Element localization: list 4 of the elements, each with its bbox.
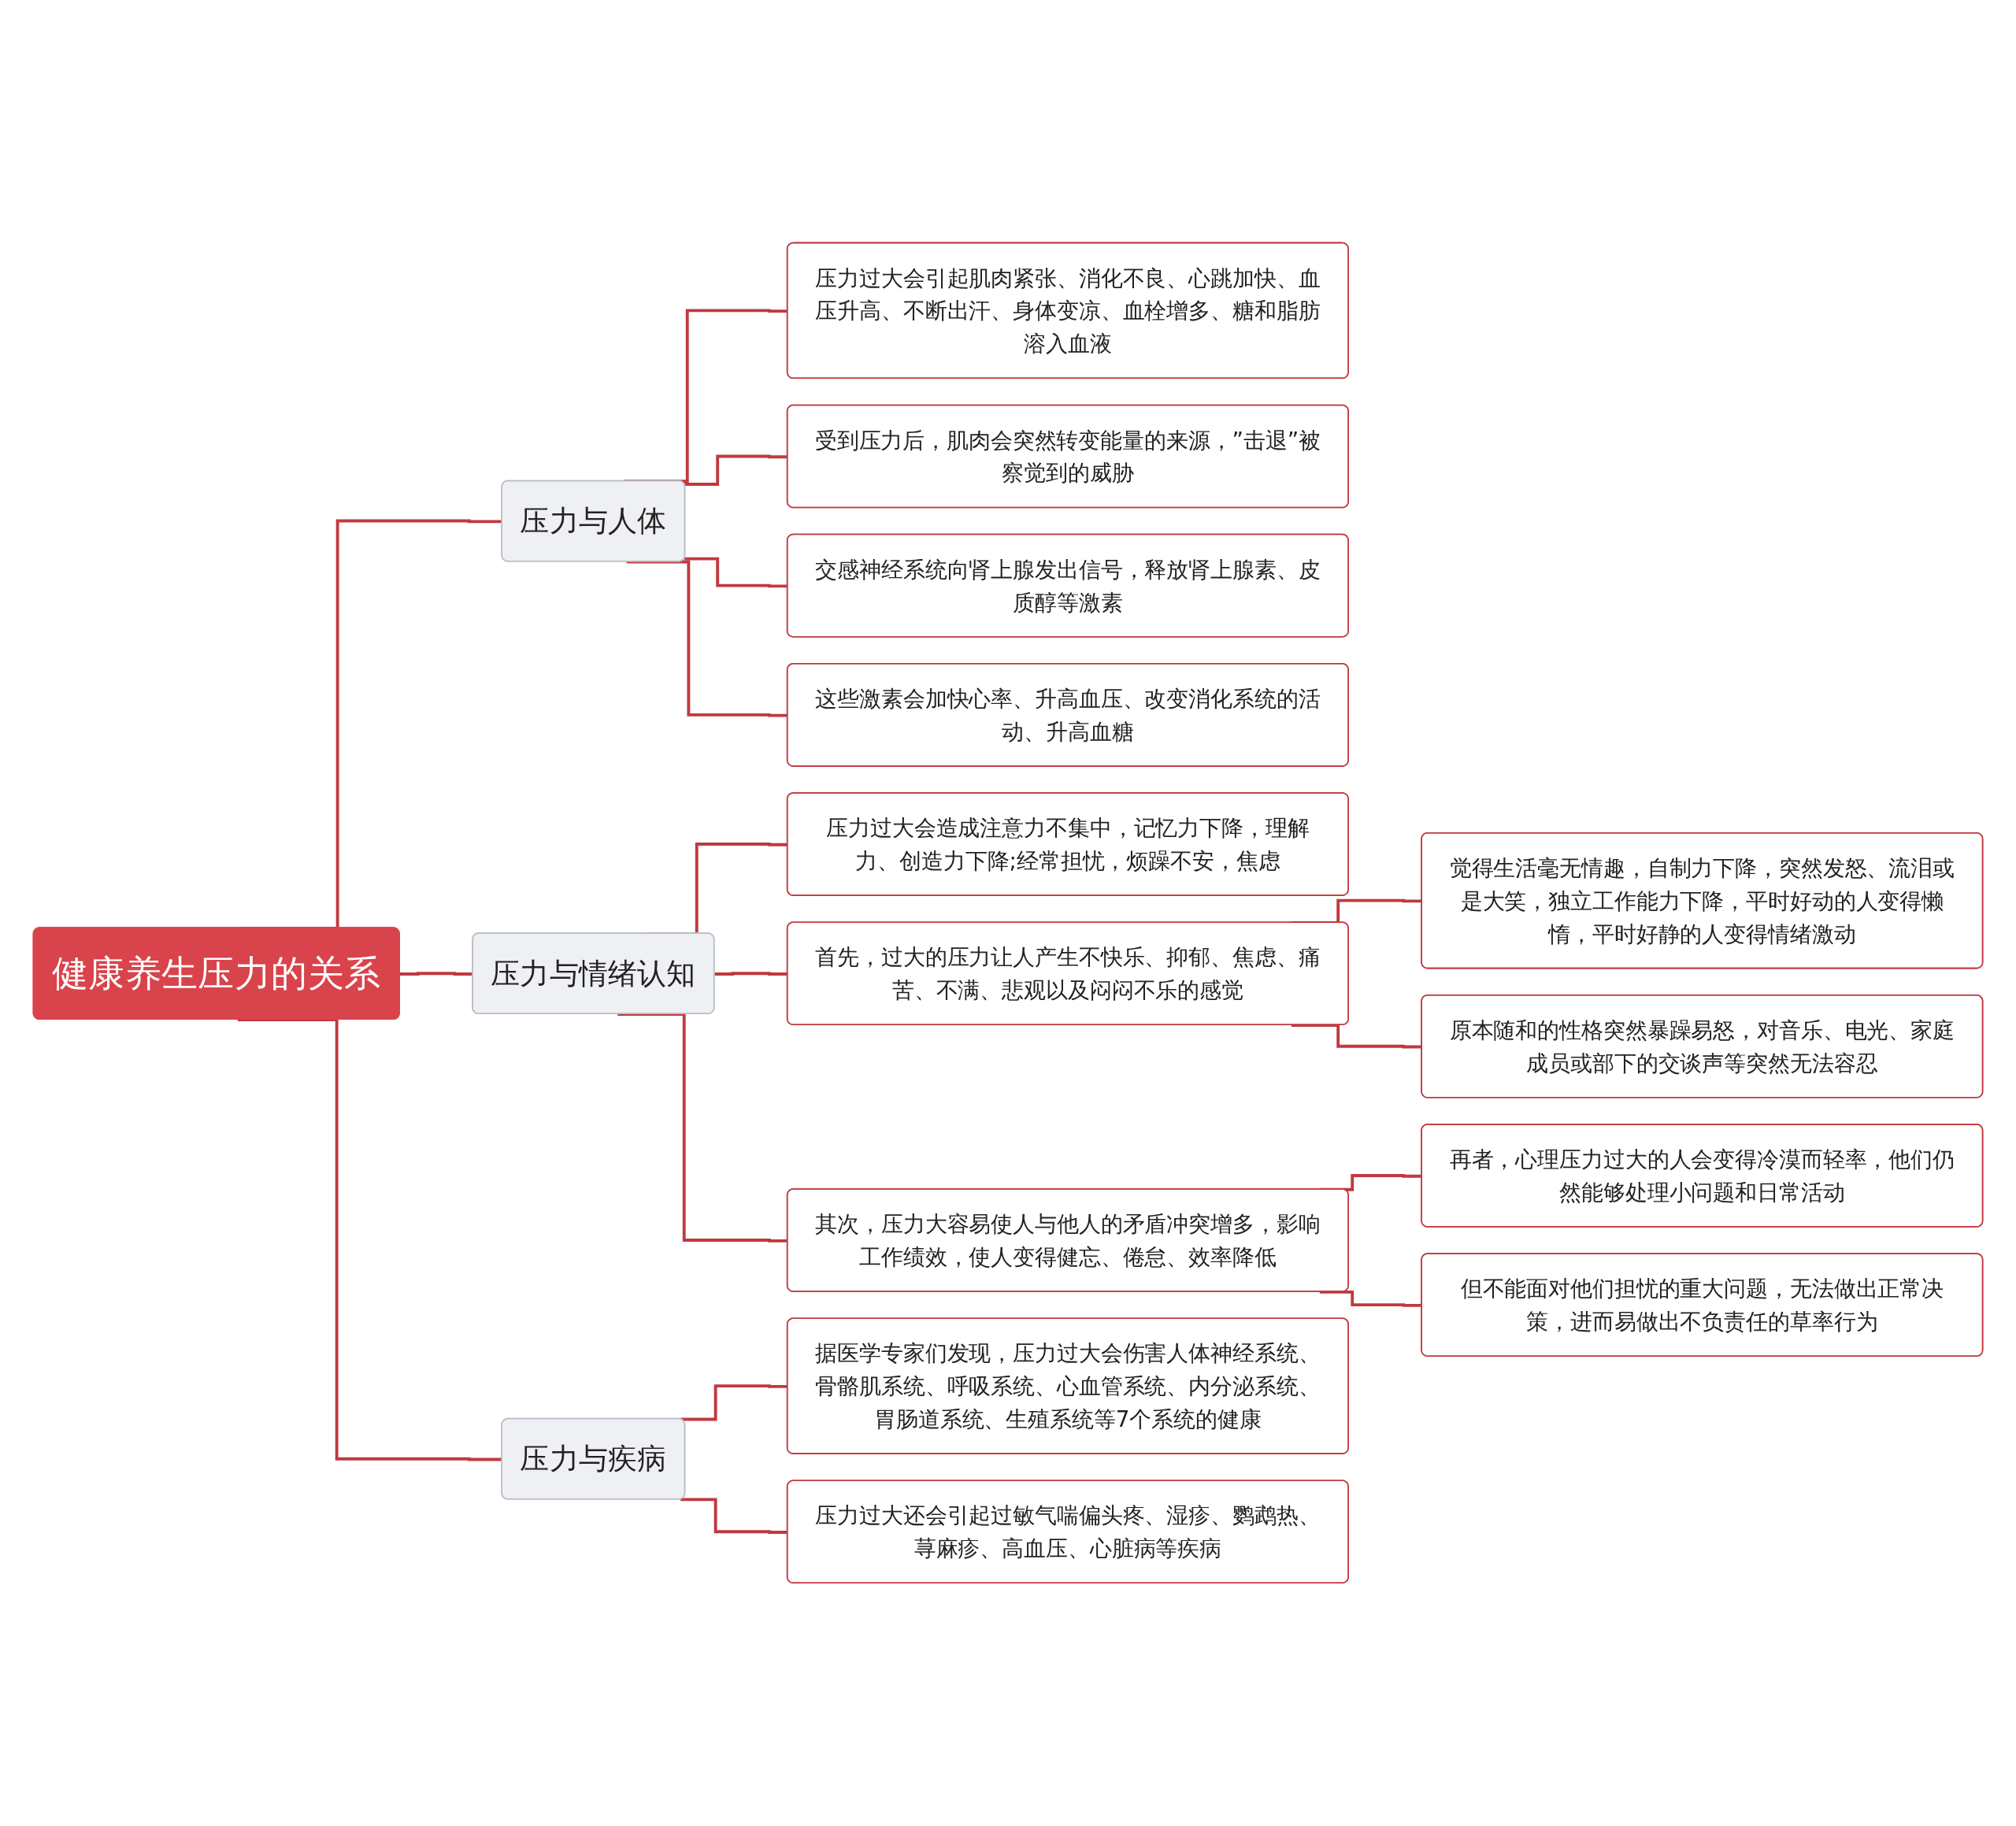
connector: [399, 972, 473, 976]
connector: [1291, 1024, 1422, 1049]
connector: [237, 1018, 502, 1461]
connector: [1319, 1291, 1422, 1307]
